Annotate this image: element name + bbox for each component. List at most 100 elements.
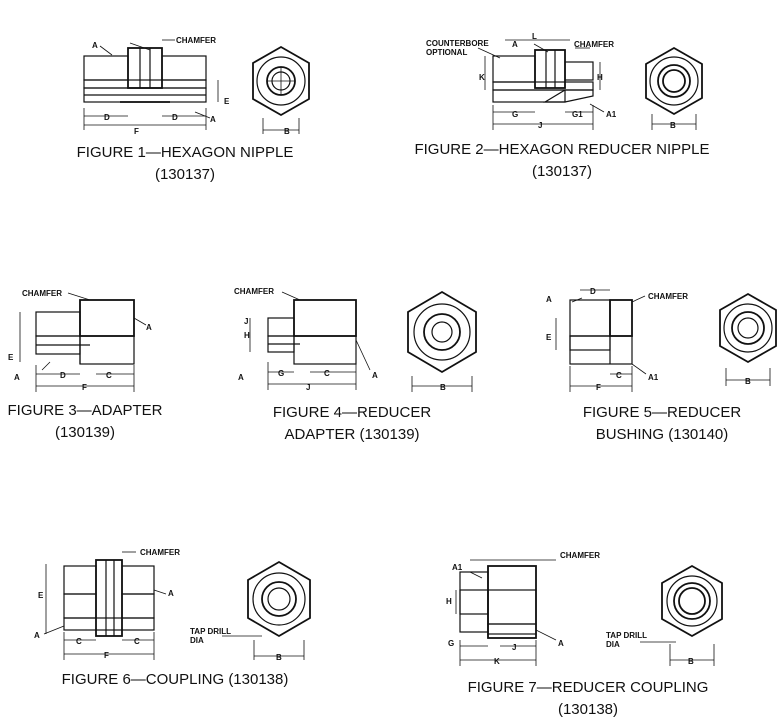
fig3-label-e: E: [8, 353, 14, 362]
fig7-label-b: B: [688, 657, 694, 666]
fig2-label-g1: G1: [572, 110, 583, 119]
fig5-label-a1: A1: [648, 373, 659, 382]
figure-1-code: (130137): [154, 166, 216, 183]
figure-3-code: (130139): [54, 424, 116, 441]
figure-6-title: FIGURE 6—COUPLING (130138): [61, 671, 289, 688]
fig1-label-a-top: A: [92, 41, 98, 50]
fig7-label-chamfer: CHAMFER: [560, 551, 600, 560]
fig2-side-view: [492, 49, 594, 103]
fig4-label-a-left: A: [238, 373, 244, 382]
fig6-label-chamfer: CHAMFER: [140, 548, 180, 557]
fig5-label-b: B: [745, 377, 751, 386]
fig2-end-view: [645, 46, 703, 116]
fig1-label-d-left: D: [104, 113, 110, 122]
fig6-end-view: [247, 560, 311, 638]
figure-5-code: BUSHING (130140): [595, 426, 729, 443]
figure-3-title: FIGURE 3—ADAPTER: [7, 402, 163, 419]
figure-7-code: (130138): [557, 701, 619, 718]
fig6-label-e: E: [38, 591, 44, 600]
fig7-label-j: J: [512, 643, 516, 652]
fig2-label-counterbore: COUNTERBORE: [426, 39, 489, 48]
fig6-label-tapdrill: TAP DRILL: [190, 627, 231, 636]
fig1-label-f: F: [134, 127, 139, 136]
fig3-label-a-right: A: [146, 323, 152, 332]
figure-2-caption: FIGURE 2—HEXAGON REDUCER NIPPLE (130137): [392, 139, 732, 183]
figure-4-drawing: CHAMFER J H A G C A J B: [234, 287, 477, 392]
fig1-label-b: B: [284, 127, 290, 136]
figure-1-drawing: CHAMFER A D D F A E B: [83, 36, 310, 136]
fig3-label-d: D: [60, 371, 66, 380]
fig4-label-c: C: [324, 369, 330, 378]
fig4-end-view: [407, 290, 477, 374]
fig5-label-c: C: [616, 371, 622, 380]
fig6-label-c-left: C: [76, 637, 82, 646]
figure-4-code: ADAPTER (130139): [284, 426, 420, 443]
fig6-label-f: F: [104, 651, 109, 660]
figure-1-caption: FIGURE 1—HEXAGON NIPPLE (130137): [60, 142, 310, 186]
fig3-label-chamfer: CHAMFER: [22, 289, 62, 298]
fig4-label-h: H: [244, 331, 250, 340]
figure-1-title: FIGURE 1—HEXAGON NIPPLE: [76, 144, 294, 161]
fig2-label-a1: A1: [606, 110, 617, 119]
fig3-label-a-left: A: [14, 373, 20, 382]
fig4-label-b: B: [440, 383, 446, 392]
fig7-label-tapdrill: TAP DRILL: [606, 631, 647, 640]
fig5-end-view: [719, 292, 777, 364]
fig4-side-view: [267, 299, 357, 365]
fig7-side-view: [459, 565, 537, 639]
fig4-label-a-right: A: [372, 371, 378, 380]
figure-6-caption: FIGURE 6—COUPLING (130138): [40, 669, 310, 691]
fig5-label-e: E: [546, 333, 552, 342]
figure-2-title: FIGURE 2—HEXAGON REDUCER NIPPLE: [414, 141, 710, 158]
fig6-label-dia: DIA: [190, 636, 204, 645]
fig2-label-j: J: [538, 121, 542, 130]
fig5-label-a-top: A: [546, 295, 552, 304]
fig1-end-view: [252, 45, 310, 117]
fig2-label-a: A: [512, 40, 518, 49]
figure-3-drawing: CHAMFER A E A D C F: [8, 289, 152, 392]
figure-2-code: (130137): [531, 163, 593, 180]
fig2-label-chamfer: CHAMFER: [574, 40, 614, 49]
fig2-label-l: L: [532, 32, 537, 41]
fig4-label-j-bottom: J: [306, 383, 310, 392]
fig4-label-j: J: [244, 317, 248, 326]
figure-2-drawing: COUNTERBORE OPTIONAL CHAMFER A L K H G G…: [426, 32, 703, 130]
fig3-label-c: C: [106, 371, 112, 380]
figure-4-caption: FIGURE 4—REDUCER ADAPTER (130139): [252, 402, 452, 446]
figure-3-caption: FIGURE 3—ADAPTER (130139): [0, 400, 170, 444]
fig5-side-view: [569, 299, 633, 365]
figure-6-drawing: CHAMFER E A A C C F TAP DRILL DIA B: [34, 548, 311, 662]
fig6-label-c-right: C: [134, 637, 140, 646]
figure-5-drawing: A D CHAMFER E C A1 F B: [546, 287, 777, 392]
fig5-label-chamfer: CHAMFER: [648, 292, 688, 301]
fig6-label-a-left: A: [34, 631, 40, 640]
fig2-label-h: H: [597, 73, 603, 82]
fig4-label-g: G: [278, 369, 284, 378]
figure-5-caption: FIGURE 5—REDUCER BUSHING (130140): [560, 402, 764, 446]
fig7-label-g: G: [448, 639, 454, 648]
fig5-label-f: F: [596, 383, 601, 392]
figure-7-caption: FIGURE 7—REDUCER COUPLING (130138): [446, 677, 730, 721]
fig2-label-b: B: [670, 121, 676, 130]
fig6-label-b: B: [276, 653, 282, 662]
fig3-label-f: F: [82, 383, 87, 392]
fig2-label-optional: OPTIONAL: [426, 48, 467, 57]
fig7-label-a1: A1: [452, 563, 463, 572]
fig1-label-a-bottom: A: [210, 115, 216, 124]
fig1-label-e: E: [224, 97, 230, 106]
fig3-side-view: [35, 299, 135, 365]
fig6-side-view: [63, 559, 155, 637]
fig6-label-a-right: A: [168, 589, 174, 598]
fig7-end-view: [661, 564, 723, 638]
fig1-label-chamfer: CHAMFER: [176, 36, 216, 45]
figure-7-drawing: CHAMFER A1 H G J A K TAP DRILL DIA B: [446, 551, 723, 666]
fig5-label-d: D: [590, 287, 596, 296]
figure-5-title: FIGURE 5—REDUCER: [582, 404, 742, 421]
fig7-label-k: K: [494, 657, 500, 666]
fig2-label-g: G: [512, 110, 518, 119]
fig1-side-view: [83, 47, 207, 103]
fig7-label-a: A: [558, 639, 564, 648]
figure-7-title: FIGURE 7—REDUCER COUPLING: [467, 679, 709, 696]
fig2-label-k: K: [479, 73, 485, 82]
